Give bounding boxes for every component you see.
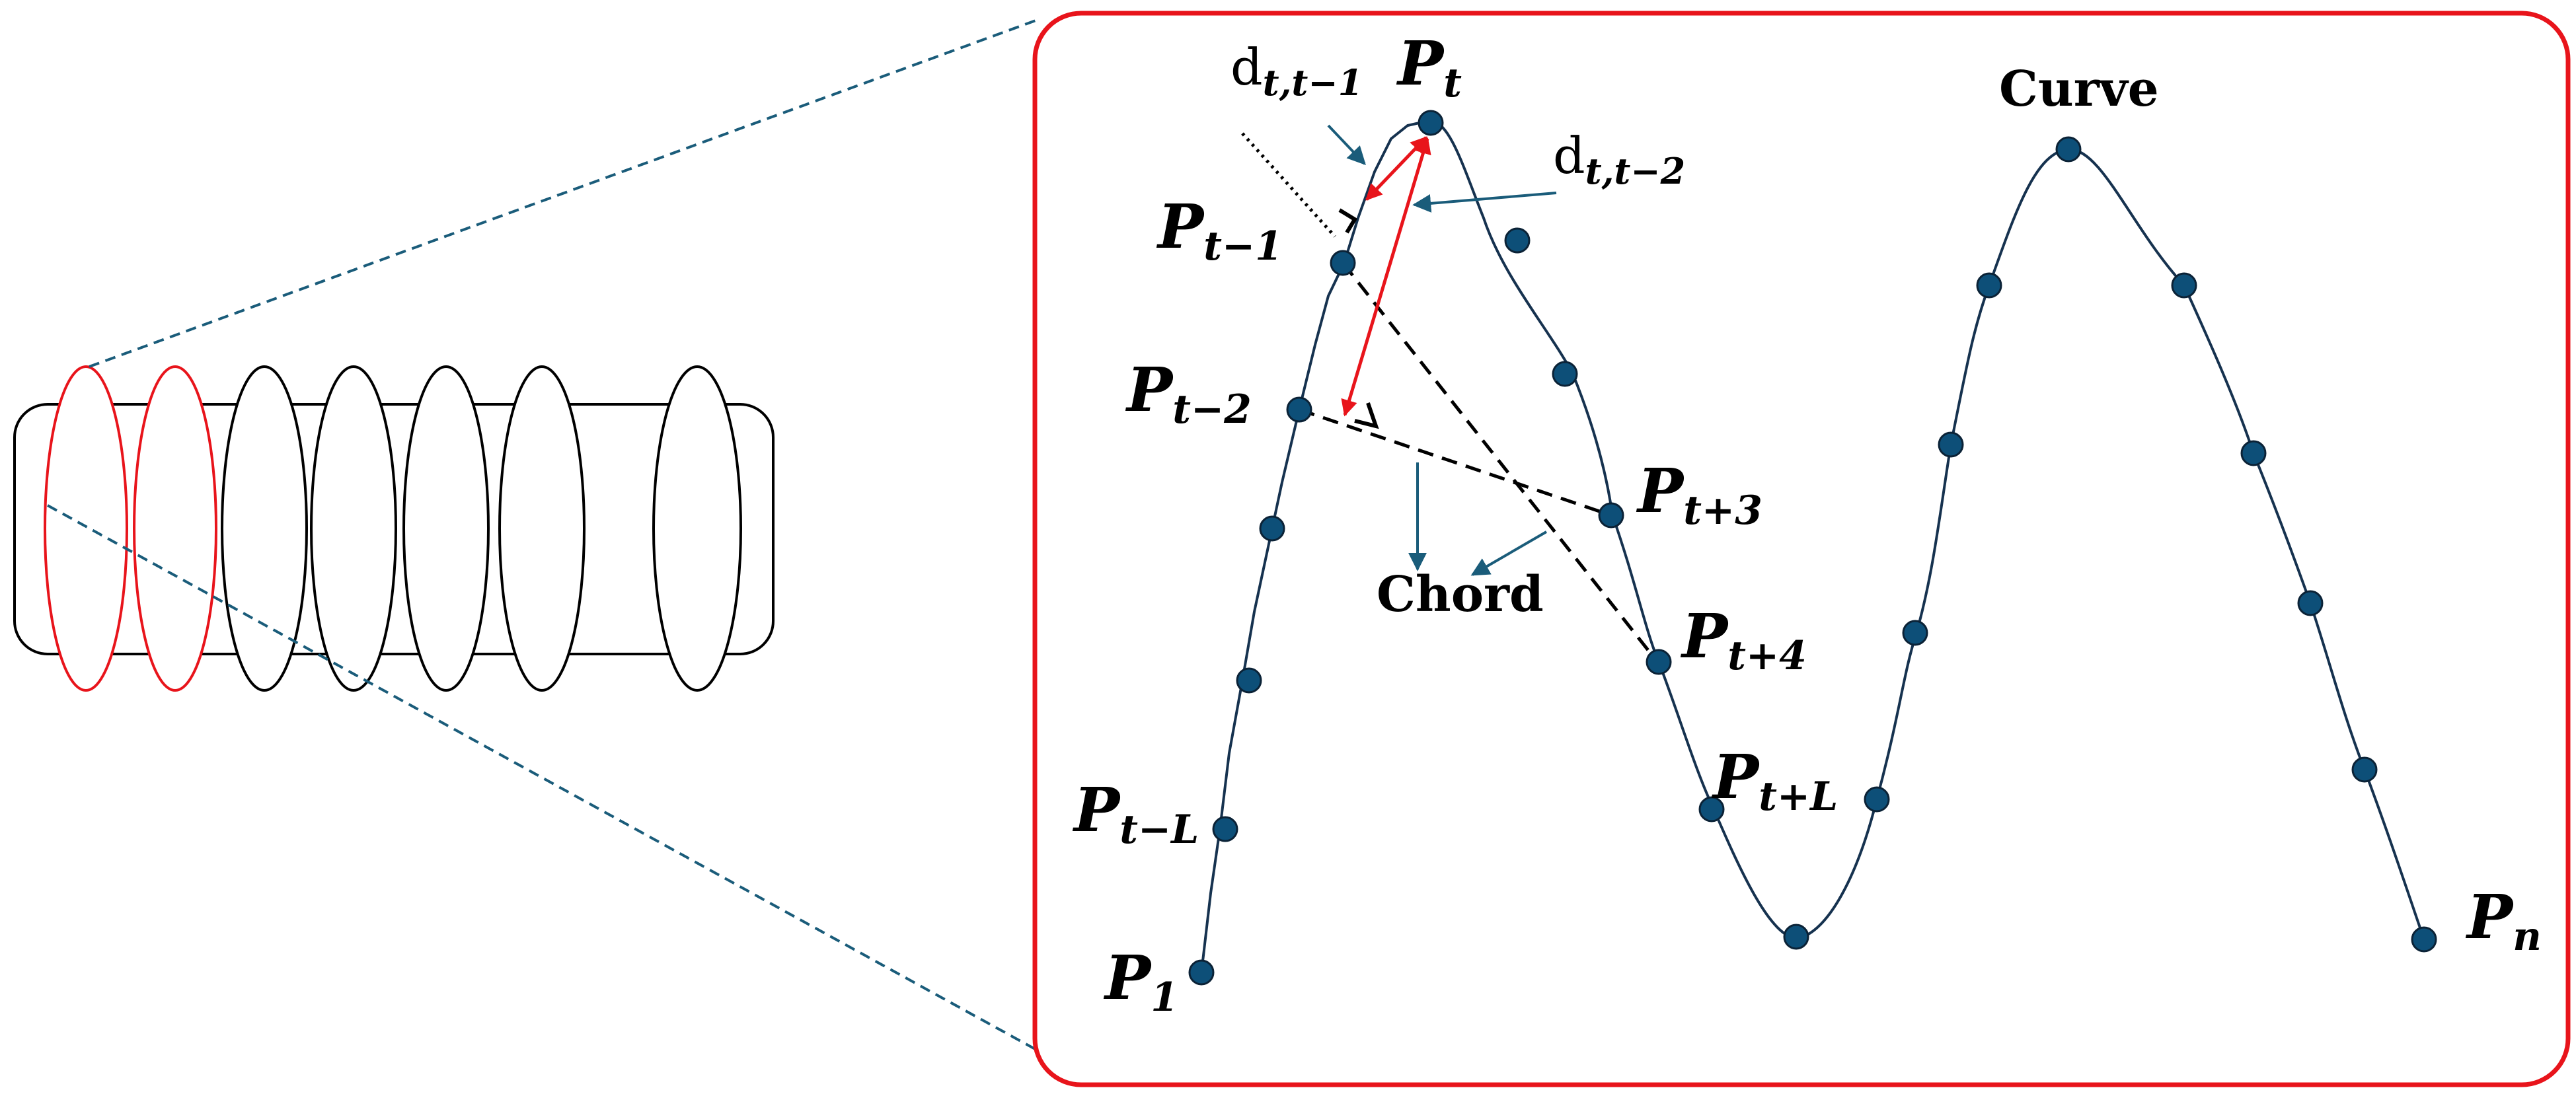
slice-3 [221,365,308,692]
point-p1 [1188,959,1215,986]
cylinder-with-slices-icon [13,365,775,692]
zoom-guide-top [89,18,1038,368]
slice-5 [402,365,490,692]
point [1976,272,2002,299]
pointer-arrow-d-t-t2 [1412,192,1557,213]
point-p-t-2 [1286,396,1312,423]
tangent-line [1241,132,1336,238]
point [1902,620,1928,646]
slice-2-highlighted [133,365,217,692]
point-p-t-4 [1646,649,1672,675]
label-p-1: P1 [1103,942,1178,1021]
point-p-t-L [1212,816,1238,842]
point-p-t [1418,110,1444,136]
label-d-t-t1: dt,t−1 [1231,38,1363,104]
point [2297,590,2324,616]
pointer-arrow-d-t-t1 [1327,124,1366,166]
point [1259,515,1285,542]
label-p-t-plus-3: Pt+3 [1636,455,1762,534]
label-curve: Curve [1999,61,2159,118]
point-p-t-1 [1330,250,1356,276]
label-p-t-plus-L: Pt+L [1711,741,1838,820]
point-pn [2411,926,2437,953]
label-p-t-minus-2: Pt−2 [1125,354,1252,433]
zoom-frame [1032,11,2571,1087]
slice-7 [652,365,742,692]
label-d-t-t2: dt,t−2 [1553,126,1685,192]
point [2171,272,2197,299]
slice-4 [310,365,397,692]
slice-6 [498,365,586,692]
point [1504,227,1531,254]
label-chord: Chord [1377,566,1544,623]
label-p-n: Pn [2465,881,2542,960]
point-p-t-3 [1598,502,1624,529]
label-p-t-minus-1: Pt−1 [1156,191,1283,270]
point [1552,361,1578,387]
point [2240,440,2267,466]
label-p-t-plus-4: Pt+4 [1680,601,1807,679]
chord-2 [1299,408,1612,517]
label-p-t: Pt [1396,28,1462,106]
point [1938,431,1964,458]
pointer-arrow-chord-2 [1470,530,1548,576]
point [2055,136,2082,163]
slice-1-highlighted [44,365,128,692]
point-p-t-L-plus [1864,786,1890,813]
sample-points [1188,110,2437,986]
point [1783,924,1809,950]
point [2351,756,2378,783]
distance-arrow-t-t2 [1341,137,1431,417]
point [1236,667,1262,694]
label-p-t-minus-L: Pt−L [1072,774,1199,853]
point [1698,796,1725,822]
